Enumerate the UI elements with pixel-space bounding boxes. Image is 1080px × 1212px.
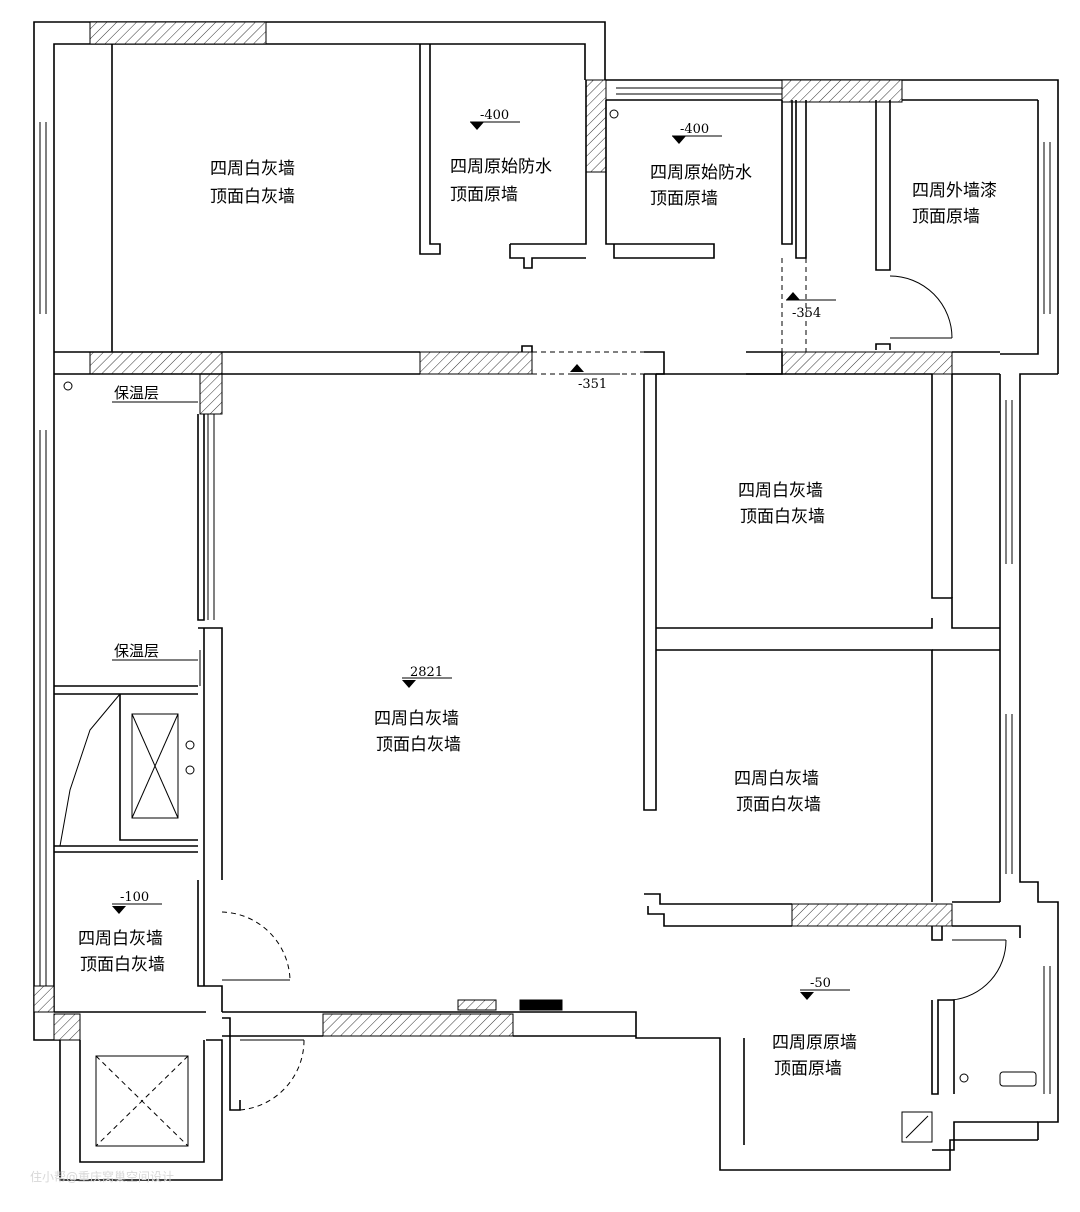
level-balcony-se: -50 bbox=[810, 976, 831, 991]
level-bath-b: -400 bbox=[680, 122, 709, 137]
room-label-bath-b-line1: 四周原始防水 bbox=[650, 163, 752, 183]
insulation-tag: 保温层 bbox=[114, 384, 159, 402]
room-label-balcony-se-line1: 四周原原墙 bbox=[772, 1033, 857, 1053]
room-label-balcony-ne-line1: 四周外墙漆 bbox=[912, 181, 997, 201]
room-label-closet-sw-line1: 四周白灰墙 bbox=[78, 929, 163, 949]
room-label-main-hall-line2: 顶面白灰墙 bbox=[376, 735, 461, 755]
fixtures bbox=[63, 109, 1037, 1147]
watermark: 住小帮@重庆窝巢空间设计 bbox=[30, 1170, 175, 1184]
room-label-bedroom-2-line2: 顶面白灰墙 bbox=[740, 507, 825, 527]
room-label-bath-a-line2: 顶面原墙 bbox=[450, 185, 518, 205]
room-label-balcony-se-line2: 顶面原墙 bbox=[774, 1059, 842, 1079]
room-label-bath-a-line1: 四周原始防水 bbox=[450, 157, 552, 177]
interior-walls bbox=[54, 44, 1038, 1111]
room-label-living-line1: 四周白灰墙 bbox=[210, 159, 295, 179]
room-labels: 四周白灰墙 顶面白灰墙 四周原始防水 顶面原墙 四周原始防水 顶面原墙 四周外墙… bbox=[78, 157, 997, 1079]
room-label-main-hall-line1: 四周白灰墙 bbox=[374, 709, 459, 729]
room-label-bedroom-3-line1: 四周白灰墙 bbox=[734, 769, 819, 789]
room-label-bath-b-line2: 顶面原墙 bbox=[650, 189, 718, 209]
level-door-strip: -351 bbox=[578, 377, 607, 392]
insulation-tag: 保温层 bbox=[114, 642, 159, 660]
exterior-walls bbox=[33, 21, 1059, 1181]
room-label-bedroom-3-line2: 顶面白灰墙 bbox=[736, 795, 821, 815]
level-balcony-ne: -354 bbox=[792, 306, 821, 321]
room-label-bedroom-2-line1: 四周白灰墙 bbox=[738, 481, 823, 501]
hatched-walls bbox=[33, 21, 953, 1041]
doors bbox=[221, 258, 1007, 1111]
level-markers: -400 -400 -354 -351 2821 -100 -50 bbox=[112, 108, 850, 1000]
room-label-balcony-ne-line2: 顶面原墙 bbox=[912, 207, 980, 227]
room-label-closet-sw-line2: 顶面白灰墙 bbox=[80, 955, 165, 975]
level-main-hall: 2821 bbox=[410, 665, 443, 680]
level-bath-a: -400 bbox=[480, 108, 509, 123]
insulation-tags: 保温层 保温层 bbox=[112, 384, 198, 661]
windows bbox=[39, 87, 1051, 1094]
level-closet-sw: -100 bbox=[120, 890, 149, 905]
room-label-living-line2: 顶面白灰墙 bbox=[210, 187, 295, 207]
